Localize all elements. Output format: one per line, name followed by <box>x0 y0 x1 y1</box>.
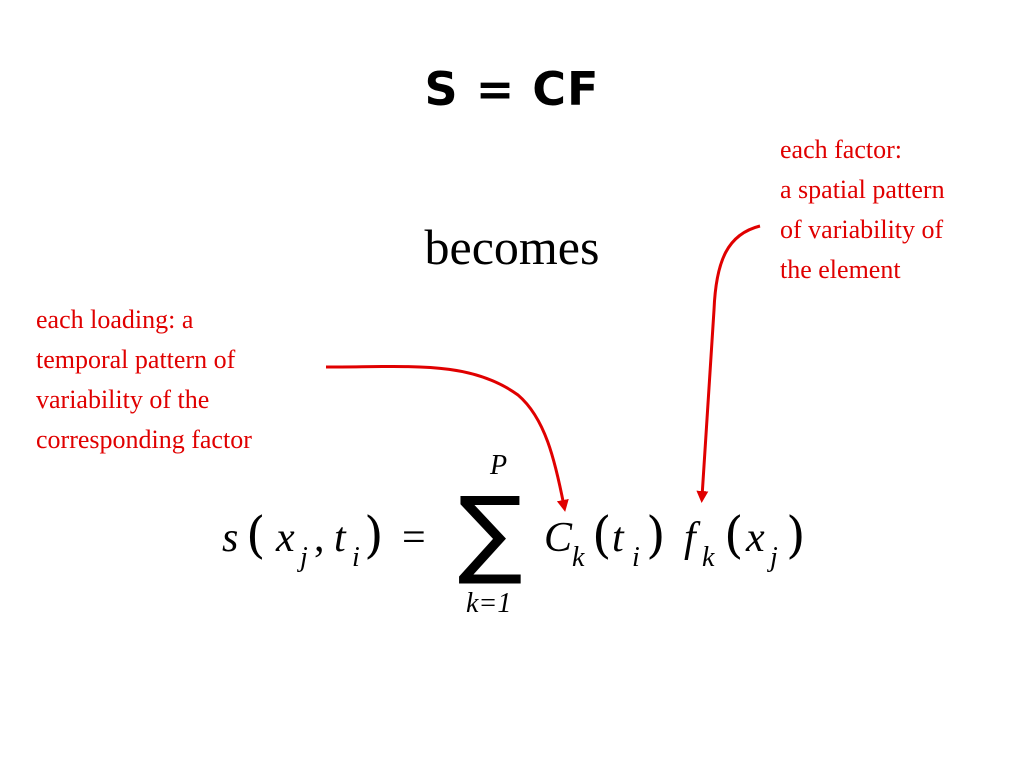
loading-annotation: each loading: a temporal pattern of vari… <box>36 300 252 460</box>
formula-t: t <box>334 515 346 561</box>
formula-s: s <box>222 515 239 561</box>
formula-t: t <box>612 515 624 561</box>
formula-subscript-i: i <box>352 542 360 573</box>
becomes-label: becomes <box>424 219 600 275</box>
factor-annotation-line: a spatial pattern <box>780 175 945 204</box>
factor-annotation-line: the element <box>780 255 901 284</box>
factor-arrow <box>696 224 761 503</box>
formula-paren: ( <box>724 506 744 564</box>
formula-subscript-j: j <box>300 542 308 573</box>
formula-subscript-k: k <box>572 542 585 573</box>
formula-subscript-i: i <box>632 542 640 573</box>
formula-paren: ) <box>786 506 806 564</box>
loading-arrow <box>325 364 569 512</box>
sum-symbol: ∑ <box>458 476 523 588</box>
formula-f: f <box>684 515 696 561</box>
sum-lower-limit: k=1 <box>466 588 512 619</box>
sum-upper-limit: P <box>490 450 508 481</box>
factor-annotation-line: each factor: <box>780 135 902 164</box>
matrix-equation-title: S = CF <box>424 62 600 116</box>
formula-comma: , <box>314 515 325 561</box>
loading-annotation-line: variability of the <box>36 385 210 414</box>
formula-x: x <box>746 515 765 561</box>
formula-paren: ( <box>246 506 266 564</box>
loading-annotation-line: corresponding factor <box>36 425 252 454</box>
formula-subscript-j: j <box>770 542 778 573</box>
formula-equals: = <box>402 515 426 561</box>
formula-subscript-k: k <box>702 542 715 573</box>
loading-annotation-line: temporal pattern of <box>36 345 236 374</box>
formula-x: x <box>276 515 295 561</box>
loading-annotation-line: each loading: a <box>36 305 194 334</box>
formula-paren: ) <box>646 506 666 564</box>
formula-paren: ( <box>592 506 612 564</box>
formula-C: C <box>544 515 573 561</box>
formula-paren: ) <box>364 506 384 564</box>
factor-annotation-line: of variability of <box>780 215 944 244</box>
factor-annotation: each factor: a spatial pattern of variab… <box>780 130 945 290</box>
